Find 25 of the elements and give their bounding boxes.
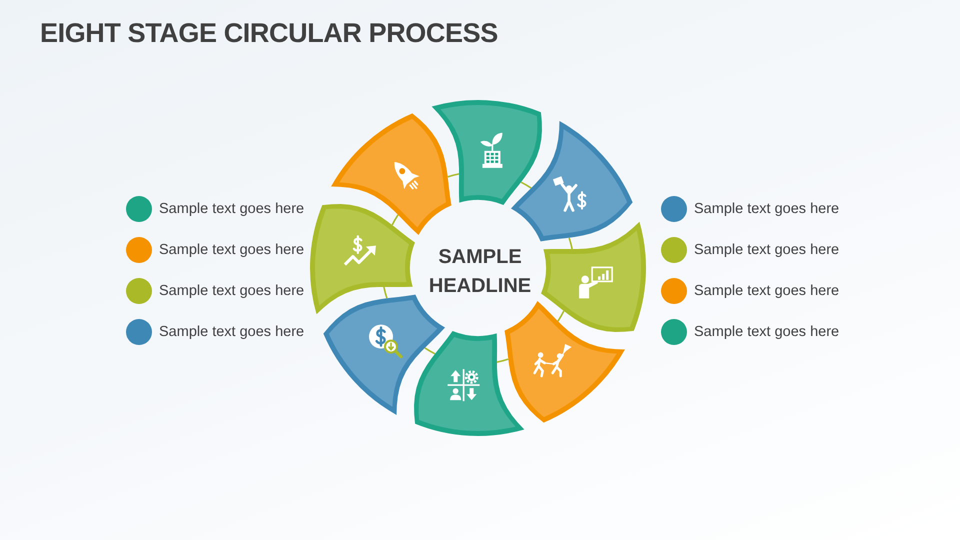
- process-segment: [323, 294, 446, 415]
- connector-line: [496, 358, 508, 363]
- headline: SAMPLE HEADLINE: [428, 245, 532, 299]
- legend-text: Sample text goes here: [694, 323, 840, 341]
- legend-text: Sample text goes here: [694, 282, 840, 300]
- connector-line: [391, 214, 399, 226]
- legend-text: Sample text goes here: [159, 241, 304, 259]
- legend-text: Sample text goes here: [159, 323, 304, 341]
- legend-text: Sample text goes here: [159, 200, 304, 218]
- legend-text: Sample text goes here: [694, 200, 840, 218]
- process-segment: [310, 204, 415, 314]
- connector-line: [568, 238, 573, 250]
- process-segment: [504, 300, 625, 423]
- process-segment: [541, 222, 646, 332]
- connector-line: [424, 347, 436, 355]
- process-segment: [510, 121, 633, 242]
- legend-text: Sample text goes here: [159, 282, 304, 300]
- title: EIGHT STAGE CIRCULAR PROCESS: [40, 17, 498, 49]
- process-segment: [414, 331, 524, 436]
- process-segment: [331, 113, 452, 236]
- legend-text: Sample text goes here: [694, 241, 840, 259]
- connector-line: [520, 181, 532, 189]
- connector-line: [383, 286, 388, 298]
- connector-line: [557, 310, 565, 322]
- connector-line: [448, 173, 460, 178]
